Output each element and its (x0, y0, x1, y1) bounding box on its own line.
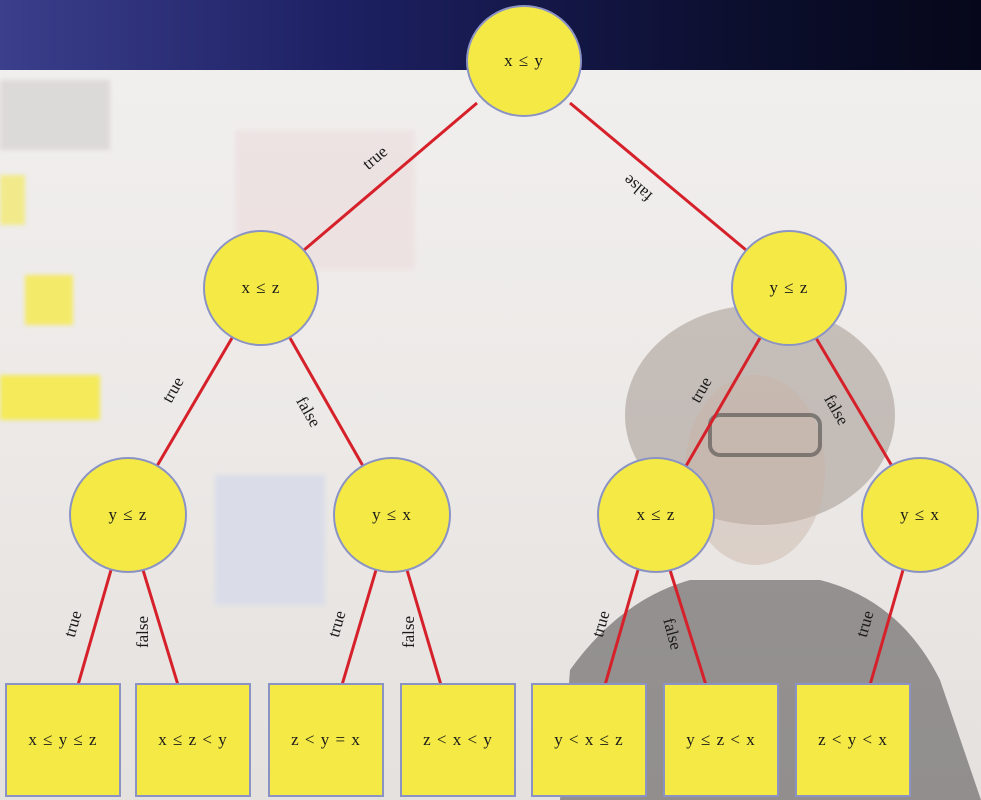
blurred-highlight (25, 275, 73, 325)
tree-leaf: x ≤ y ≤ z (5, 683, 121, 797)
edge-label-false: false (133, 615, 153, 649)
tree-leaf: z < x < y (400, 683, 516, 797)
tree-leaf: y < x ≤ z (531, 683, 647, 797)
edge-l-lr (288, 337, 365, 467)
edge-l-ll (155, 337, 234, 467)
edge-rl-leaf5 (668, 569, 708, 686)
edge-rl-leaf4 (603, 569, 640, 686)
edge-r-rr (814, 337, 894, 467)
tree-node-root: x ≤ y (466, 5, 582, 117)
blurred-shape (215, 475, 325, 605)
tree-node-rr: y ≤ x (861, 457, 979, 573)
edge-rr-leaf6 (868, 569, 905, 686)
edge-lr-leaf3 (405, 569, 443, 686)
edge-r-rl (684, 337, 762, 467)
tree-node-lr: y ≤ x (333, 457, 451, 573)
blurred-text-block (0, 80, 110, 150)
tree-leaf: z < y = x (268, 683, 384, 797)
tree-leaf: z < y < x (795, 683, 911, 797)
edge-lr-leaf2 (340, 569, 378, 686)
edge-ll-leaf0 (76, 569, 113, 686)
edge-root-r (569, 101, 747, 252)
edge-root-l (303, 101, 478, 252)
blurred-highlight (0, 375, 100, 420)
tree-node-ll: y ≤ z (69, 457, 187, 573)
edge-ll-leaf1 (141, 569, 180, 686)
tree-node-left: x ≤ z (203, 230, 319, 346)
tree-node-rl: x ≤ z (597, 457, 715, 573)
tree-leaf: x ≤ z < y (135, 683, 251, 797)
edge-label-false: false (399, 615, 419, 649)
tree-leaf: y ≤ z < x (663, 683, 779, 797)
blurred-highlight (0, 175, 25, 225)
tree-node-right: y ≤ z (731, 230, 847, 346)
